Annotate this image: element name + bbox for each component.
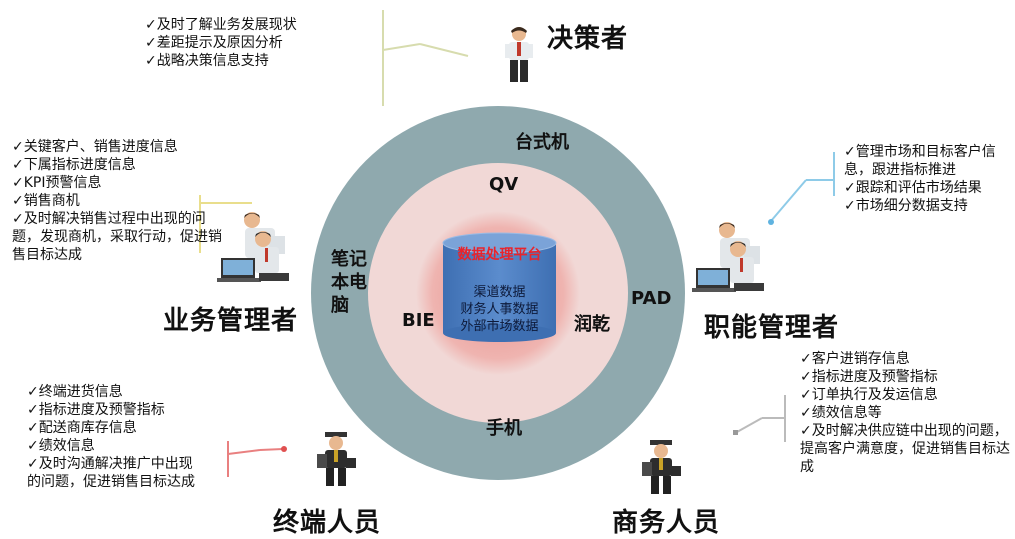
connector-dot-terminal (281, 446, 287, 452)
outer-ring-label-laptop: 笔记本电脑 (331, 248, 375, 317)
role-title-terminal-staff: 终端人员 (273, 508, 382, 538)
bullet-item: ✓战略决策信息支持 (145, 53, 269, 69)
bullet-item: ✓指标进度及预警指标 (27, 402, 165, 418)
bullet-item: ✓KPI预警信息 (12, 175, 102, 191)
bullets-terminal-staff: ✓终端进货信息 ✓指标进度及预警指标 ✓配送商库存信息 ✓绩效信息 ✓及时沟通解… (27, 383, 202, 491)
bullet-item: ✓绩效信息等 (800, 405, 882, 421)
bullet-item: ✓配送商库存信息 (27, 420, 137, 436)
executive-person-icon (505, 27, 533, 82)
bullet-item: ✓市场细分数据支持 (844, 198, 968, 214)
bullet-item: ✓及时解决供应链中出现的问题，提高客户满意度，促进销售目标达成 (800, 423, 1010, 475)
database-cylinder-icon (442, 232, 557, 342)
laptop-label-text: 笔记本电脑 (331, 249, 367, 316)
bullet-item: ✓客户进销存信息 (800, 351, 910, 367)
bullets-functional-manager: ✓管理市场和目标客户信息，跟进指标推进 ✓跟踪和评估市场结果 ✓市场细分数据支持 (844, 143, 1014, 215)
bullet-item: ✓指标进度及预警指标 (800, 369, 938, 385)
connector-terminal-staff (227, 441, 284, 477)
role-title-commerce-staff: 商务人员 (612, 508, 721, 538)
role-title-decision-maker: 决策者 (547, 24, 629, 54)
core-data-external-market: 外部市场数据 (460, 319, 539, 334)
outer-ring-label-pad: PAD (631, 288, 672, 309)
core-data-channel: 渠道数据 (473, 285, 526, 300)
connector-commerce-staff (736, 395, 786, 442)
bullets-business-manager: ✓关键客户、销售进度信息 ✓下属指标进度信息 ✓KPI预警信息 ✓销售商机 ✓及… (12, 138, 222, 264)
outer-ring-label-phone: 手机 (486, 418, 522, 439)
bullet-item: ✓及时解决销售过程中出现的问题，发现商机，采取行动，促进销售目标达成 (12, 211, 222, 263)
connector-decision-maker (382, 10, 469, 106)
connector-business-manager (199, 195, 252, 253)
bullet-item: ✓绩效信息 (27, 438, 95, 454)
connector-dot-functional (768, 219, 774, 225)
inner-ring-label-bie: BIE (402, 310, 435, 331)
role-title-functional-manager: 职能管理者 (704, 313, 840, 343)
role-title-business-manager: 业务管理者 (163, 306, 299, 336)
bullet-item: ✓终端进货信息 (27, 384, 123, 400)
inner-ring-label-runqian: 润乾 (574, 314, 610, 335)
outer-ring-label-desktop: 台式机 (515, 132, 569, 153)
bullet-item: ✓及时了解业务发展现状 (145, 17, 297, 33)
core-data-list: 渠道数据 财务人事数据 外部市场数据 (443, 284, 556, 335)
connector-dot-commerce (733, 430, 738, 435)
connector-functional-manager (770, 152, 835, 222)
bullet-item: ✓及时沟通解决推广中出现的问题，促进销售目标达成 (27, 456, 195, 490)
commerce-staff-person-icon (642, 440, 681, 494)
bullet-item: ✓订单执行及发运信息 (800, 387, 938, 403)
business-manager-team-icon (217, 212, 289, 282)
bullet-item: ✓差距提示及原因分析 (145, 35, 283, 51)
functional-manager-team-icon (692, 222, 764, 292)
core-data-finance-hr: 财务人事数据 (460, 302, 539, 317)
bullet-item: ✓管理市场和目标客户信息，跟进指标推进 (844, 144, 996, 178)
inner-ring-label-qv: QV (489, 174, 519, 195)
core-title: 数据处理平台 (457, 247, 542, 263)
bullet-item: ✓关键客户、销售进度信息 (12, 139, 178, 155)
bullet-item: ✓下属指标进度信息 (12, 157, 136, 173)
bullets-commerce-staff: ✓客户进销存信息 ✓指标进度及预警指标 ✓订单执行及发运信息 ✓绩效信息等 ✓及… (800, 350, 1010, 476)
bullet-item: ✓跟踪和评估市场结果 (844, 180, 982, 196)
bullets-decision-maker: ✓及时了解业务发展现状 ✓差距提示及原因分析 ✓战略决策信息支持 (145, 16, 375, 70)
terminal-staff-person-icon (317, 432, 356, 486)
bullet-item: ✓销售商机 (12, 193, 80, 209)
